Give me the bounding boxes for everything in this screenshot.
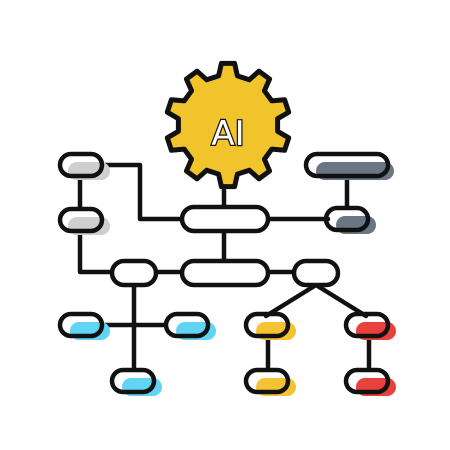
node-left-hub [109, 258, 159, 288]
node-cyan-bottom [109, 367, 162, 396]
connector-topleft-to-hub [99, 162, 189, 222]
node-mid-left [57, 206, 110, 235]
node-top-right [303, 151, 394, 180]
node-yellow-top [243, 311, 296, 340]
connectors [77, 162, 372, 370]
connector-righthub-branches [263, 282, 369, 319]
node-right-small [323, 205, 376, 234]
ai-label: AI [211, 114, 244, 154]
ai-gear-badge: AI [164, 60, 292, 190]
gear-icon [164, 60, 292, 190]
node-bottom-hub [179, 258, 271, 288]
node-red-bottom [343, 367, 396, 396]
node-top-left [57, 151, 110, 180]
flow-nodes [57, 151, 396, 396]
node-center-hub [179, 204, 271, 234]
node-red-top [343, 311, 396, 340]
node-right-hub [291, 258, 341, 288]
node-cyan-right [163, 311, 216, 340]
node-cyan-left [57, 311, 110, 340]
node-yellow-bottom [243, 367, 296, 396]
